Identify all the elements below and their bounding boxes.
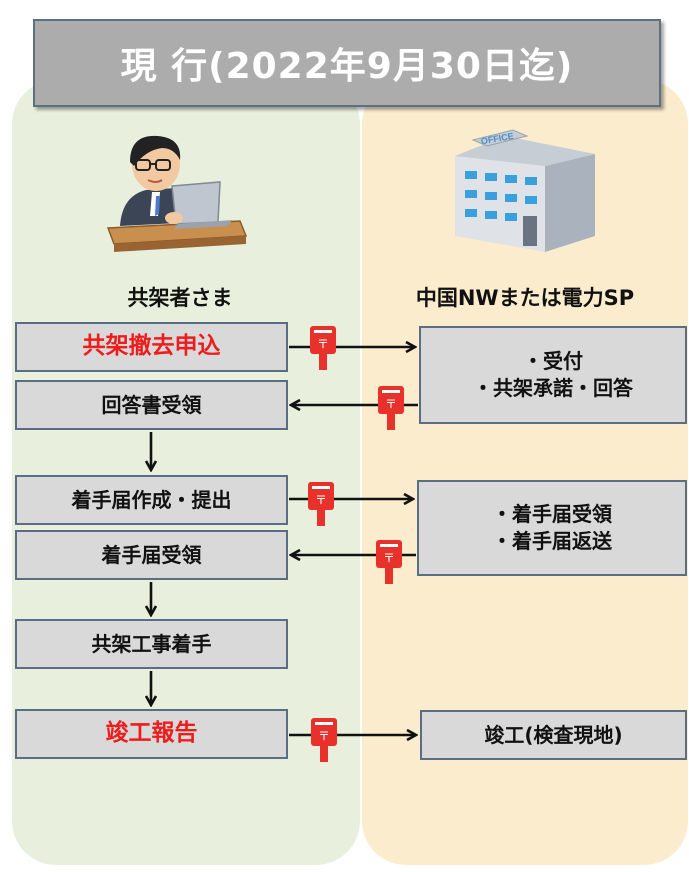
step-label: 共架工事着手: [91, 631, 212, 656]
utility-line: ・着手届受領: [492, 502, 612, 526]
step-work-start: 共架工事着手: [15, 619, 288, 669]
svg-text:〒: 〒: [315, 493, 327, 507]
person-at-laptop-icon: [100, 126, 250, 258]
svg-text:〒: 〒: [317, 337, 329, 351]
utility-accept-answer: ・受付 ・共架承諾・回答: [419, 326, 687, 424]
mailbox-icon: 〒: [374, 540, 404, 586]
mailbox-icon: 〒: [308, 326, 338, 372]
step-label: 共架撤去申込: [82, 333, 221, 360]
step-label: 竣工報告: [105, 720, 198, 747]
mailbox-icon: 〒: [376, 386, 406, 432]
svg-text:〒: 〒: [318, 729, 330, 743]
svg-text:〒: 〒: [383, 551, 395, 565]
step-start-notice-submit: 着手届作成・提出: [15, 475, 288, 525]
lane-label-applicant: 共架者さま: [127, 286, 233, 310]
step-label: 着手届作成・提出: [71, 487, 232, 512]
step-start-notice-received: 着手届受領: [15, 530, 288, 580]
step-label: 回答書受領: [101, 392, 202, 417]
utility-line: ・受付: [523, 349, 583, 373]
utility-notice-receive-return: ・着手届受領 ・着手届返送: [417, 480, 687, 576]
utility-completion-inspection: 竣工(検査現地): [420, 710, 687, 760]
utility-line: ・共架承諾・回答: [473, 376, 633, 400]
lane-label-utility: 中国NWまたは電力SP: [415, 286, 635, 310]
step-completion-report: 竣工報告: [15, 709, 288, 759]
mailbox-icon: 〒: [309, 718, 339, 764]
page-title: 現 行(2022年9月30日迄): [33, 19, 661, 107]
step-removal-application: 共架撤去申込: [15, 322, 288, 372]
utility-line: ・着手届返送: [492, 529, 612, 553]
svg-text:〒: 〒: [385, 397, 397, 411]
step-label: 着手届受領: [101, 542, 202, 567]
utility-line: 竣工(検査現地): [484, 722, 623, 747]
step-answer-received: 回答書受領: [15, 380, 288, 430]
mailbox-icon: 〒: [306, 482, 336, 528]
office-building-icon: OFFICE: [445, 126, 605, 256]
